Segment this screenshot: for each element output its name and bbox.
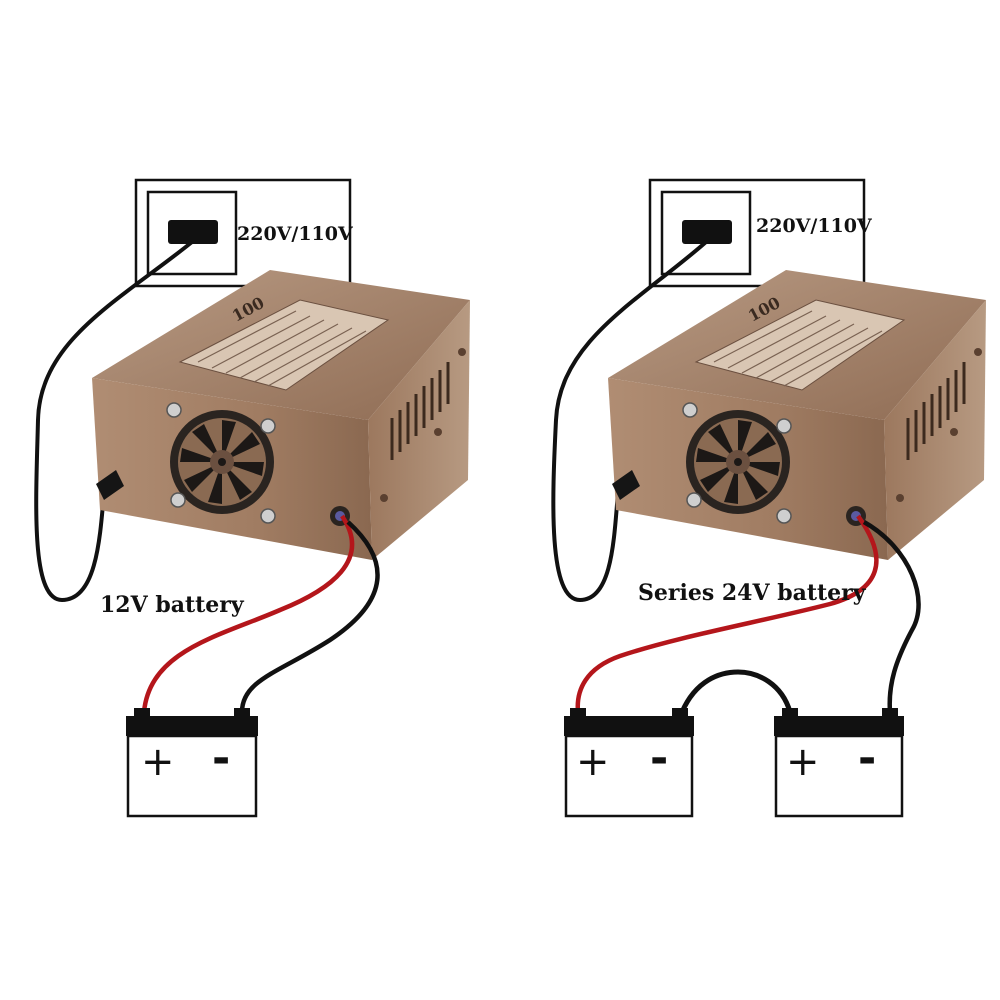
negative-terminal-label: - [858,733,876,784]
ac-power-cord [34,240,194,603]
red-positive-wire [141,514,355,713]
red-positive-wire [575,514,879,713]
battery-icon: + - [126,708,258,818]
battery-type-label: 12V battery [100,592,245,618]
battery-type-label: Series 24V battery [638,580,867,606]
series-jumper-wire [679,669,793,714]
positive-terminal-label: + [786,739,820,785]
battery-icon: + - [564,708,694,818]
diagram-12v: 220V/110V 12V battery + - [34,178,472,818]
battery-icon: + - [774,708,904,818]
black-negative-wire [862,520,921,713]
power-outlet-icon [648,178,866,288]
outlet-voltage-label: 220V/110V [756,215,873,237]
ac-power-cord [551,240,708,603]
black-negative-wire [239,520,380,713]
power-outlet-icon [134,178,352,288]
diagram-24v: 220V/110V Series 24V battery + - + - [551,178,988,818]
negative-terminal-label: - [212,733,230,784]
outlet-voltage-label: 220V/110V [237,223,354,245]
negative-terminal-label: - [650,733,668,784]
positive-terminal-label: + [576,739,610,785]
charger-icon [90,268,472,562]
positive-terminal-label: + [141,739,175,785]
charger-icon [606,268,988,562]
